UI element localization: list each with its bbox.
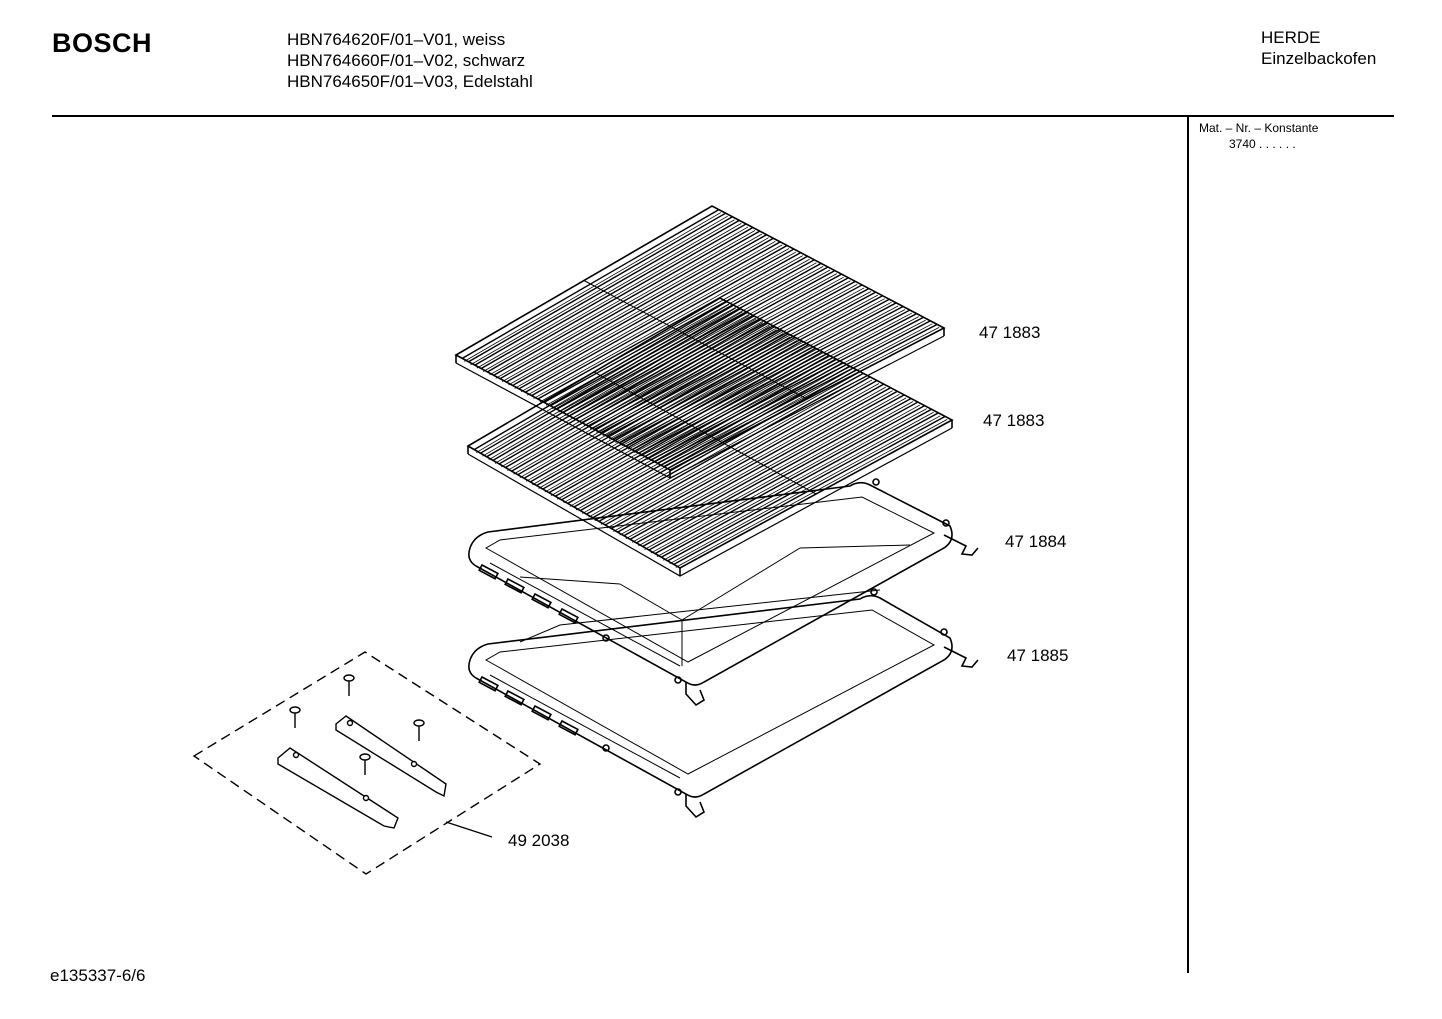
- oven-rack-upper: [454, 205, 946, 479]
- part-number-rack-lower: 47 1883: [983, 411, 1044, 430]
- document-id: e135337-6/6: [50, 966, 146, 985]
- rail-kit-leader: [445, 821, 493, 838]
- rail-kit-boundary: [192, 651, 542, 875]
- part-number-baking-tray: 47 1884: [1005, 532, 1066, 551]
- universal-pan: [468, 588, 979, 819]
- side-rail-upper: [335, 715, 447, 798]
- part-number-rack-upper: 47 1883: [979, 323, 1040, 342]
- part-number-rail-kit: 49 2038: [508, 831, 569, 850]
- model-list: HBN764620F/01–V01, weiss HBN764660F/01–V…: [287, 29, 533, 92]
- material-number-label: Mat. – Nr. – Konstante: [1199, 121, 1319, 135]
- category-line: HERDE: [1261, 28, 1321, 47]
- side-rail-lower: [277, 747, 399, 829]
- category-line: Einzelbackofen: [1261, 49, 1377, 68]
- screw: [289, 674, 425, 775]
- sidebar-divider: [1187, 117, 1189, 973]
- baking-tray: [468, 478, 979, 707]
- brand-logo: BOSCH: [52, 28, 153, 58]
- part-number-universal-pan: 47 1885: [1007, 646, 1068, 665]
- header-divider: [52, 115, 1394, 117]
- model-line: HBN764660F/01–V02, schwarz: [287, 51, 526, 70]
- model-line: HBN764620F/01–V01, weiss: [287, 30, 506, 49]
- material-number-value: 3740 . . . . . .: [1229, 137, 1296, 151]
- appliance-category: HERDE Einzelbackofen: [1261, 27, 1376, 69]
- model-line: HBN764650F/01–V03, Edelstahl: [287, 72, 533, 91]
